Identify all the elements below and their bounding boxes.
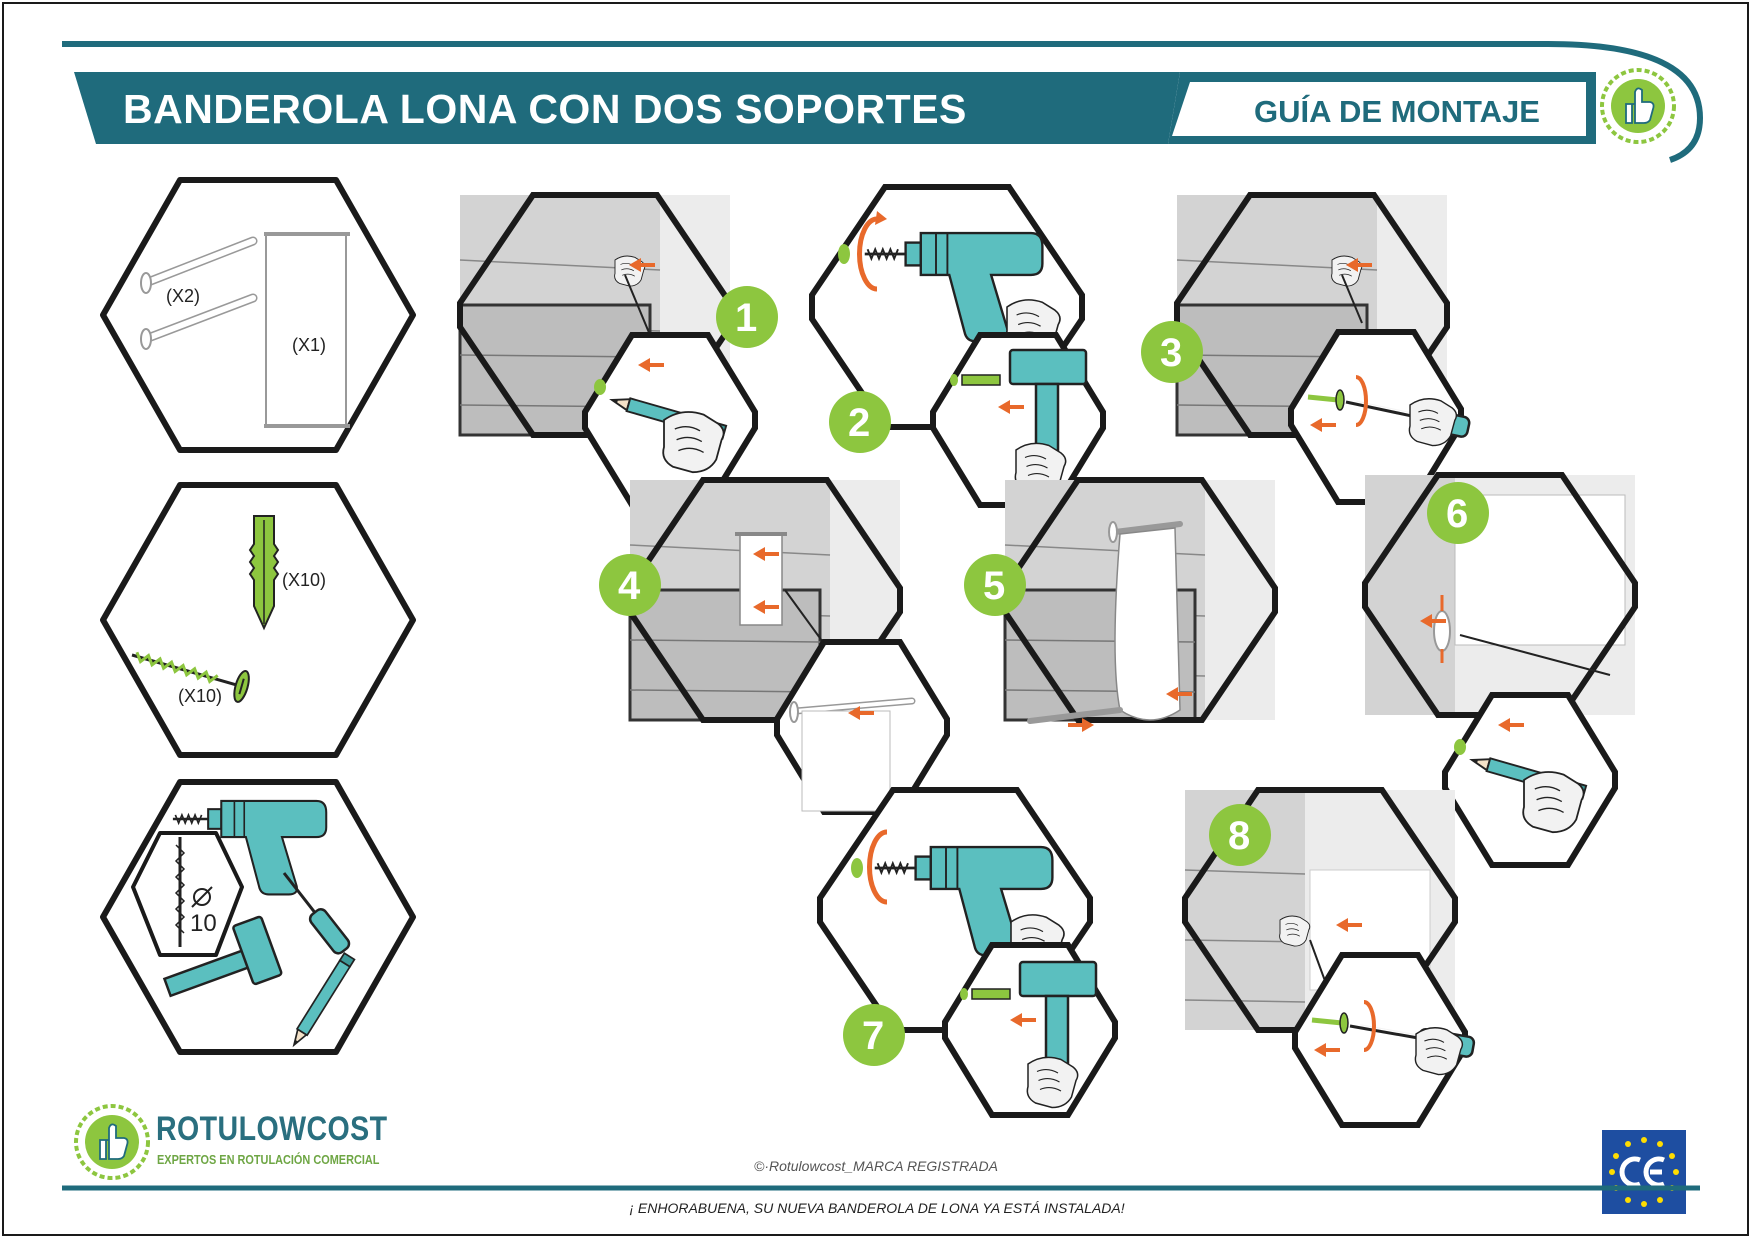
ce-mark-icon: [1602, 1130, 1686, 1214]
step-badge: 8: [1209, 804, 1271, 866]
banner-quantity: (X1): [292, 335, 326, 355]
step-number: 8: [1228, 814, 1250, 858]
step-1: 1: [460, 195, 778, 505]
header-banner: [62, 41, 1704, 163]
wall-plug-icon: [248, 515, 280, 631]
footer-message: ¡ ENHORABUENA, SU NUEVA BANDEROLA DE LON…: [629, 1200, 1125, 1216]
step-badge: 5: [964, 554, 1026, 616]
guide-label: GUÍA DE MONTAJE: [1254, 94, 1540, 129]
banner-roll: [264, 232, 350, 428]
support-bar: [140, 236, 258, 350]
parts-panel-supports: (X2) (X1): [100, 177, 416, 453]
screwdriver-icon: [282, 872, 351, 955]
step-2: 2: [812, 187, 1103, 505]
step-8: 8: [1185, 790, 1477, 1125]
step-number: 2: [848, 401, 870, 445]
step-number: 1: [735, 296, 757, 340]
plugs-quantity: (X10): [282, 570, 326, 590]
supports-quantity: (X2): [166, 286, 200, 306]
step-badge: 6: [1427, 482, 1489, 544]
step-6: 6: [1365, 475, 1635, 865]
step-badge: 2: [829, 391, 891, 453]
screw-icon: [131, 651, 250, 703]
screws-quantity: (X10): [178, 686, 222, 706]
step-badge: 3: [1141, 321, 1203, 383]
copyright-notice: ©·Rotulowcost_MARCA REGISTRADA: [754, 1158, 998, 1174]
brand-tagline: EXPERTOS EN ROTULACIÓN COMERCIAL: [157, 1152, 380, 1167]
drill-bit-size: 10: [190, 910, 217, 937]
thumbs-up-seal-icon: [1600, 68, 1676, 144]
brand-seal-icon: [74, 1104, 150, 1180]
step-4: 4: [599, 480, 947, 812]
step-number: 4: [618, 564, 641, 608]
step-number: 6: [1446, 492, 1468, 536]
parts-panel-hardware: (X10) (X10): [100, 482, 416, 758]
parts-panel-tools: 10: [100, 779, 416, 1055]
step-badge: 1: [716, 286, 778, 348]
step-number: 7: [862, 1014, 884, 1058]
page-title: BANDEROLA LONA CON DOS SOPORTES: [123, 86, 967, 132]
hammer-icon: [162, 915, 283, 998]
step-badge: 7: [843, 1004, 905, 1066]
brand-name: ROTULOWCOST: [156, 1110, 388, 1148]
step-3: 3: [1141, 195, 1472, 502]
drill-bit-panel: 10: [131, 831, 244, 957]
step-number: 3: [1160, 331, 1182, 375]
step-number: 5: [983, 564, 1005, 608]
step-5: 5: [964, 480, 1275, 734]
step-badge: 4: [599, 554, 661, 616]
step-7: 7: [820, 790, 1115, 1115]
